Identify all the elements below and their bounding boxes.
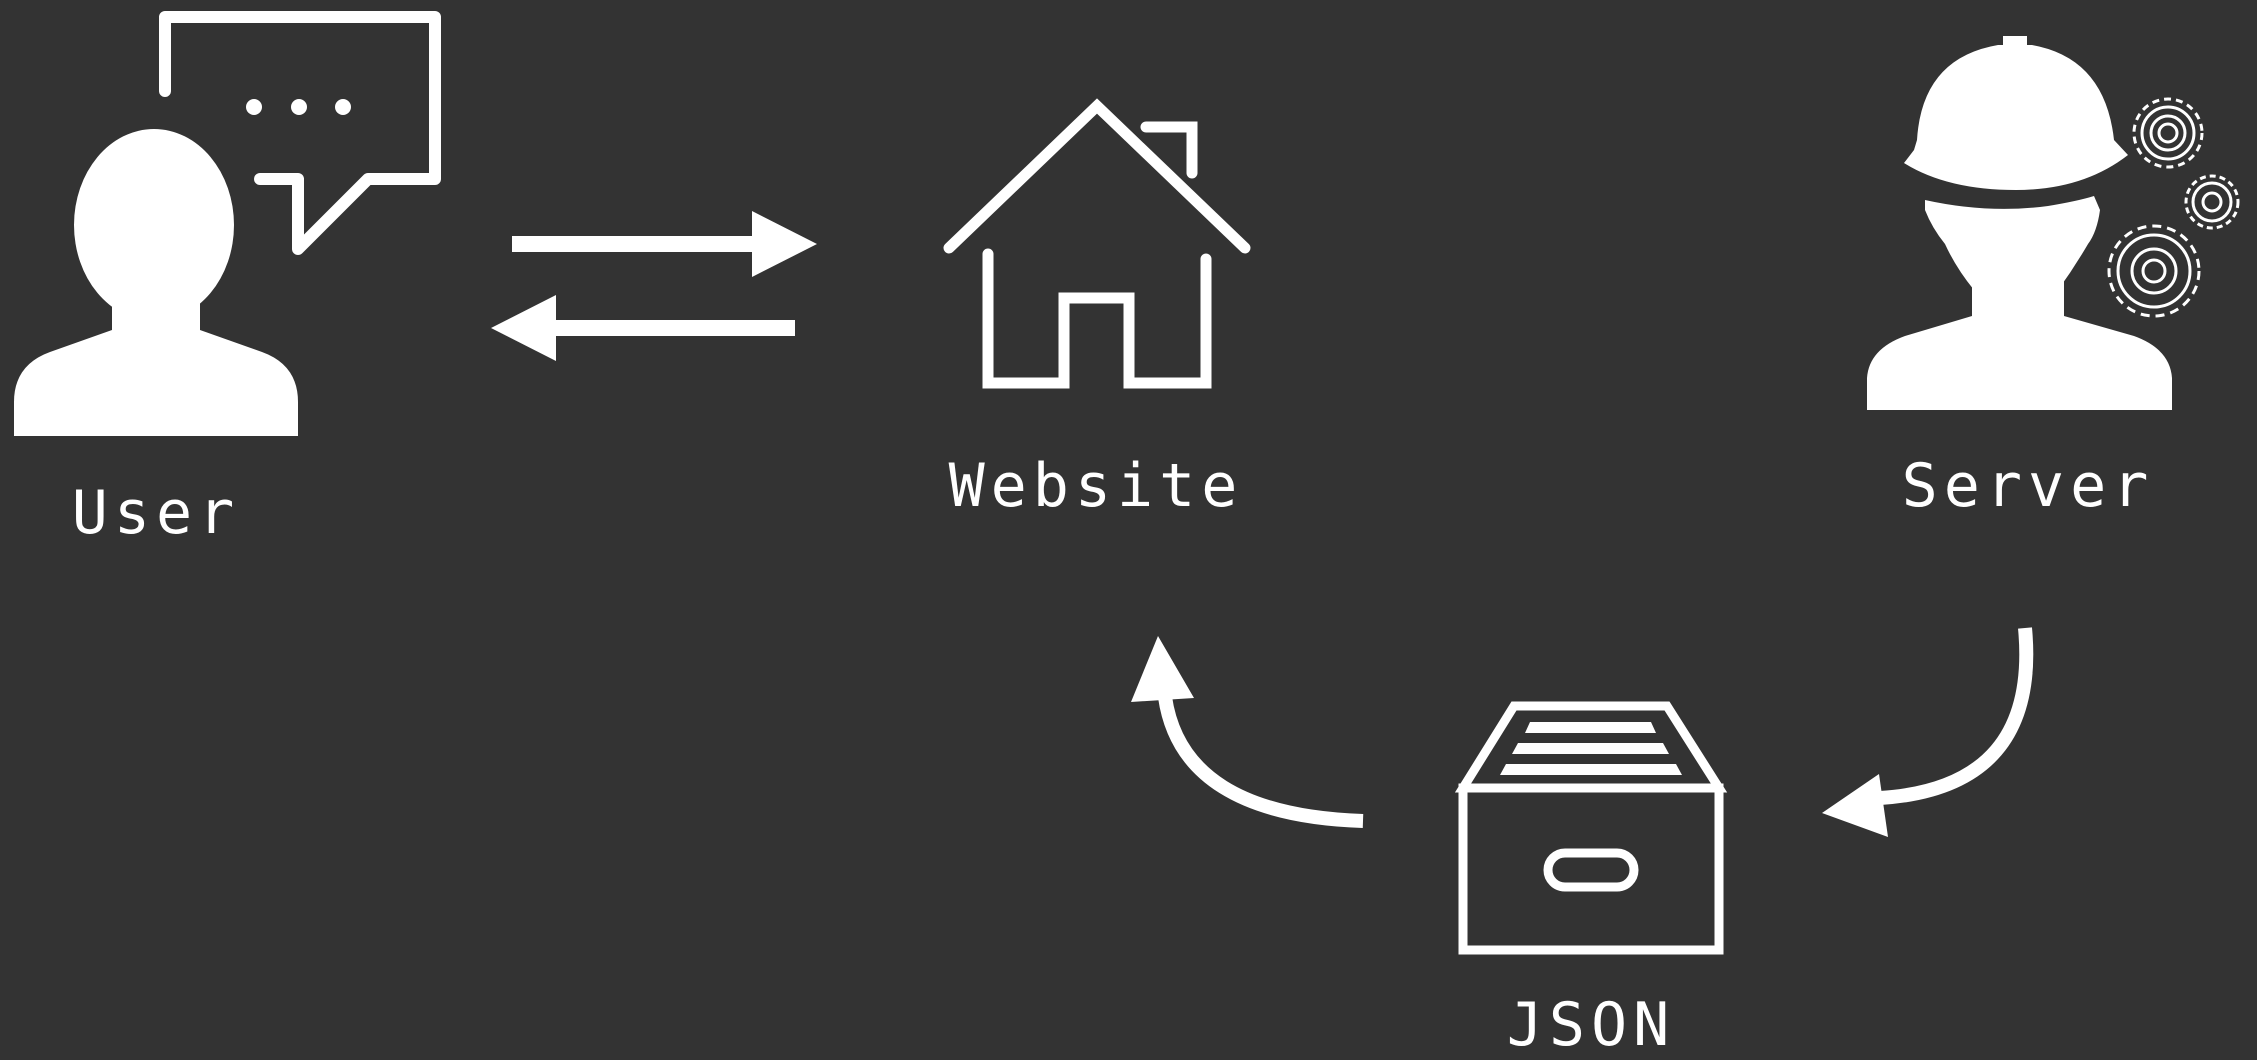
json-label: JSON (1507, 990, 1676, 1060)
website-node: Website (943, 98, 1251, 521)
user-node: User (14, 11, 441, 548)
server-node: Server (1867, 36, 2240, 521)
website-to-user-arrow (491, 295, 795, 361)
worker-gears-icon (1867, 36, 2240, 410)
user-to-website-arrow (512, 211, 817, 277)
speech-bubble-icon (159, 11, 441, 255)
gears-icon (2107, 97, 2240, 318)
user-label: User (72, 478, 241, 548)
user-silhouette-icon (14, 129, 298, 436)
website-label: Website (949, 451, 1244, 521)
server-label: Server (1902, 451, 2155, 521)
house-icon (943, 98, 1251, 389)
json-node: JSON (1454, 701, 1728, 1060)
server-to-json-arrow (1822, 627, 2034, 837)
json-to-website-arrow (1131, 636, 1364, 828)
file-drawer-icon (1454, 701, 1728, 955)
user-speech-bubble-icon (14, 11, 441, 436)
worker-silhouette-icon (1867, 36, 2172, 410)
